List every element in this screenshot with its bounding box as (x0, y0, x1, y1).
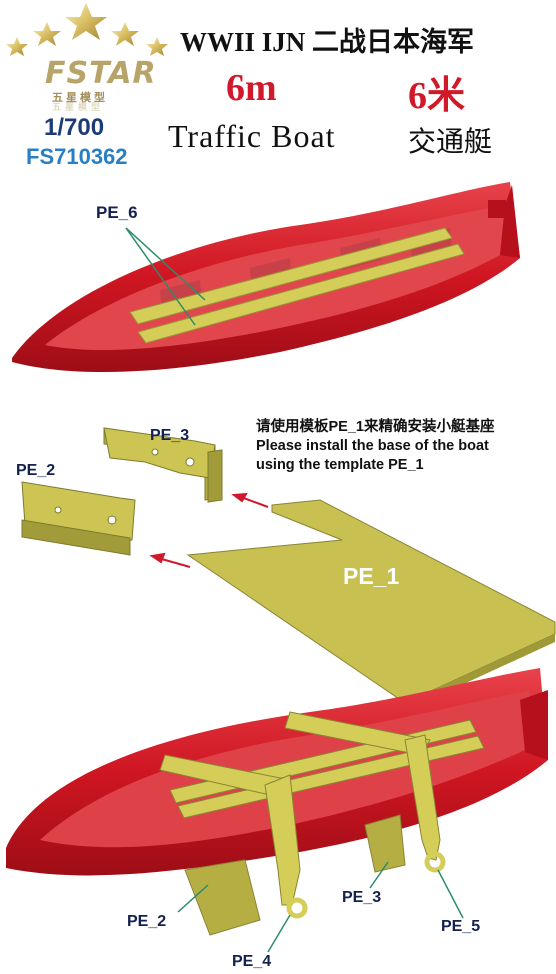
label-pe3-mid: PE_3 (150, 427, 190, 444)
label-pe1: PE_1 (343, 563, 400, 589)
logo-stars-icon (6, 3, 168, 56)
label-pe5: PE_5 (441, 918, 481, 935)
size-cn: 6米 (408, 75, 466, 117)
instruction-cn: 请使用模板PE_1来精确安装小艇基座 (256, 419, 495, 435)
top-pe6-rails (129, 227, 465, 344)
brand-subtitle: 五星模型 (52, 91, 108, 104)
brand-tagline: 五星模型 (52, 103, 105, 113)
arrow-icons (149, 492, 269, 568)
name-cn: 交通艇 (408, 127, 493, 158)
instruction-en-2: using the template PE_1 (256, 457, 424, 473)
name-en: Traffic Boat (168, 118, 336, 154)
label-pe2-bottom: PE_2 (127, 913, 167, 930)
title-line1: WWII IJN 二战日本海军 (180, 27, 475, 57)
bottom-leader-lines (177, 861, 464, 953)
label-pe2-mid: PE_2 (16, 462, 56, 479)
pe6-leader-lines (125, 227, 206, 326)
label-pe3-bottom: PE_3 (342, 889, 382, 906)
pe2-part (21, 481, 136, 556)
label-pe6: PE_6 (96, 203, 138, 222)
scale-text: 1/700 (44, 114, 105, 141)
product-code: FS710362 (26, 144, 128, 169)
brand-logo: FSTAR (45, 56, 157, 91)
bottom-boat-brass (159, 711, 485, 936)
pe3-part (103, 427, 223, 503)
label-pe4: PE_4 (232, 953, 272, 970)
size-en: 6m (226, 67, 277, 109)
instruction-en-1: Please install the base of the boat (256, 438, 489, 454)
